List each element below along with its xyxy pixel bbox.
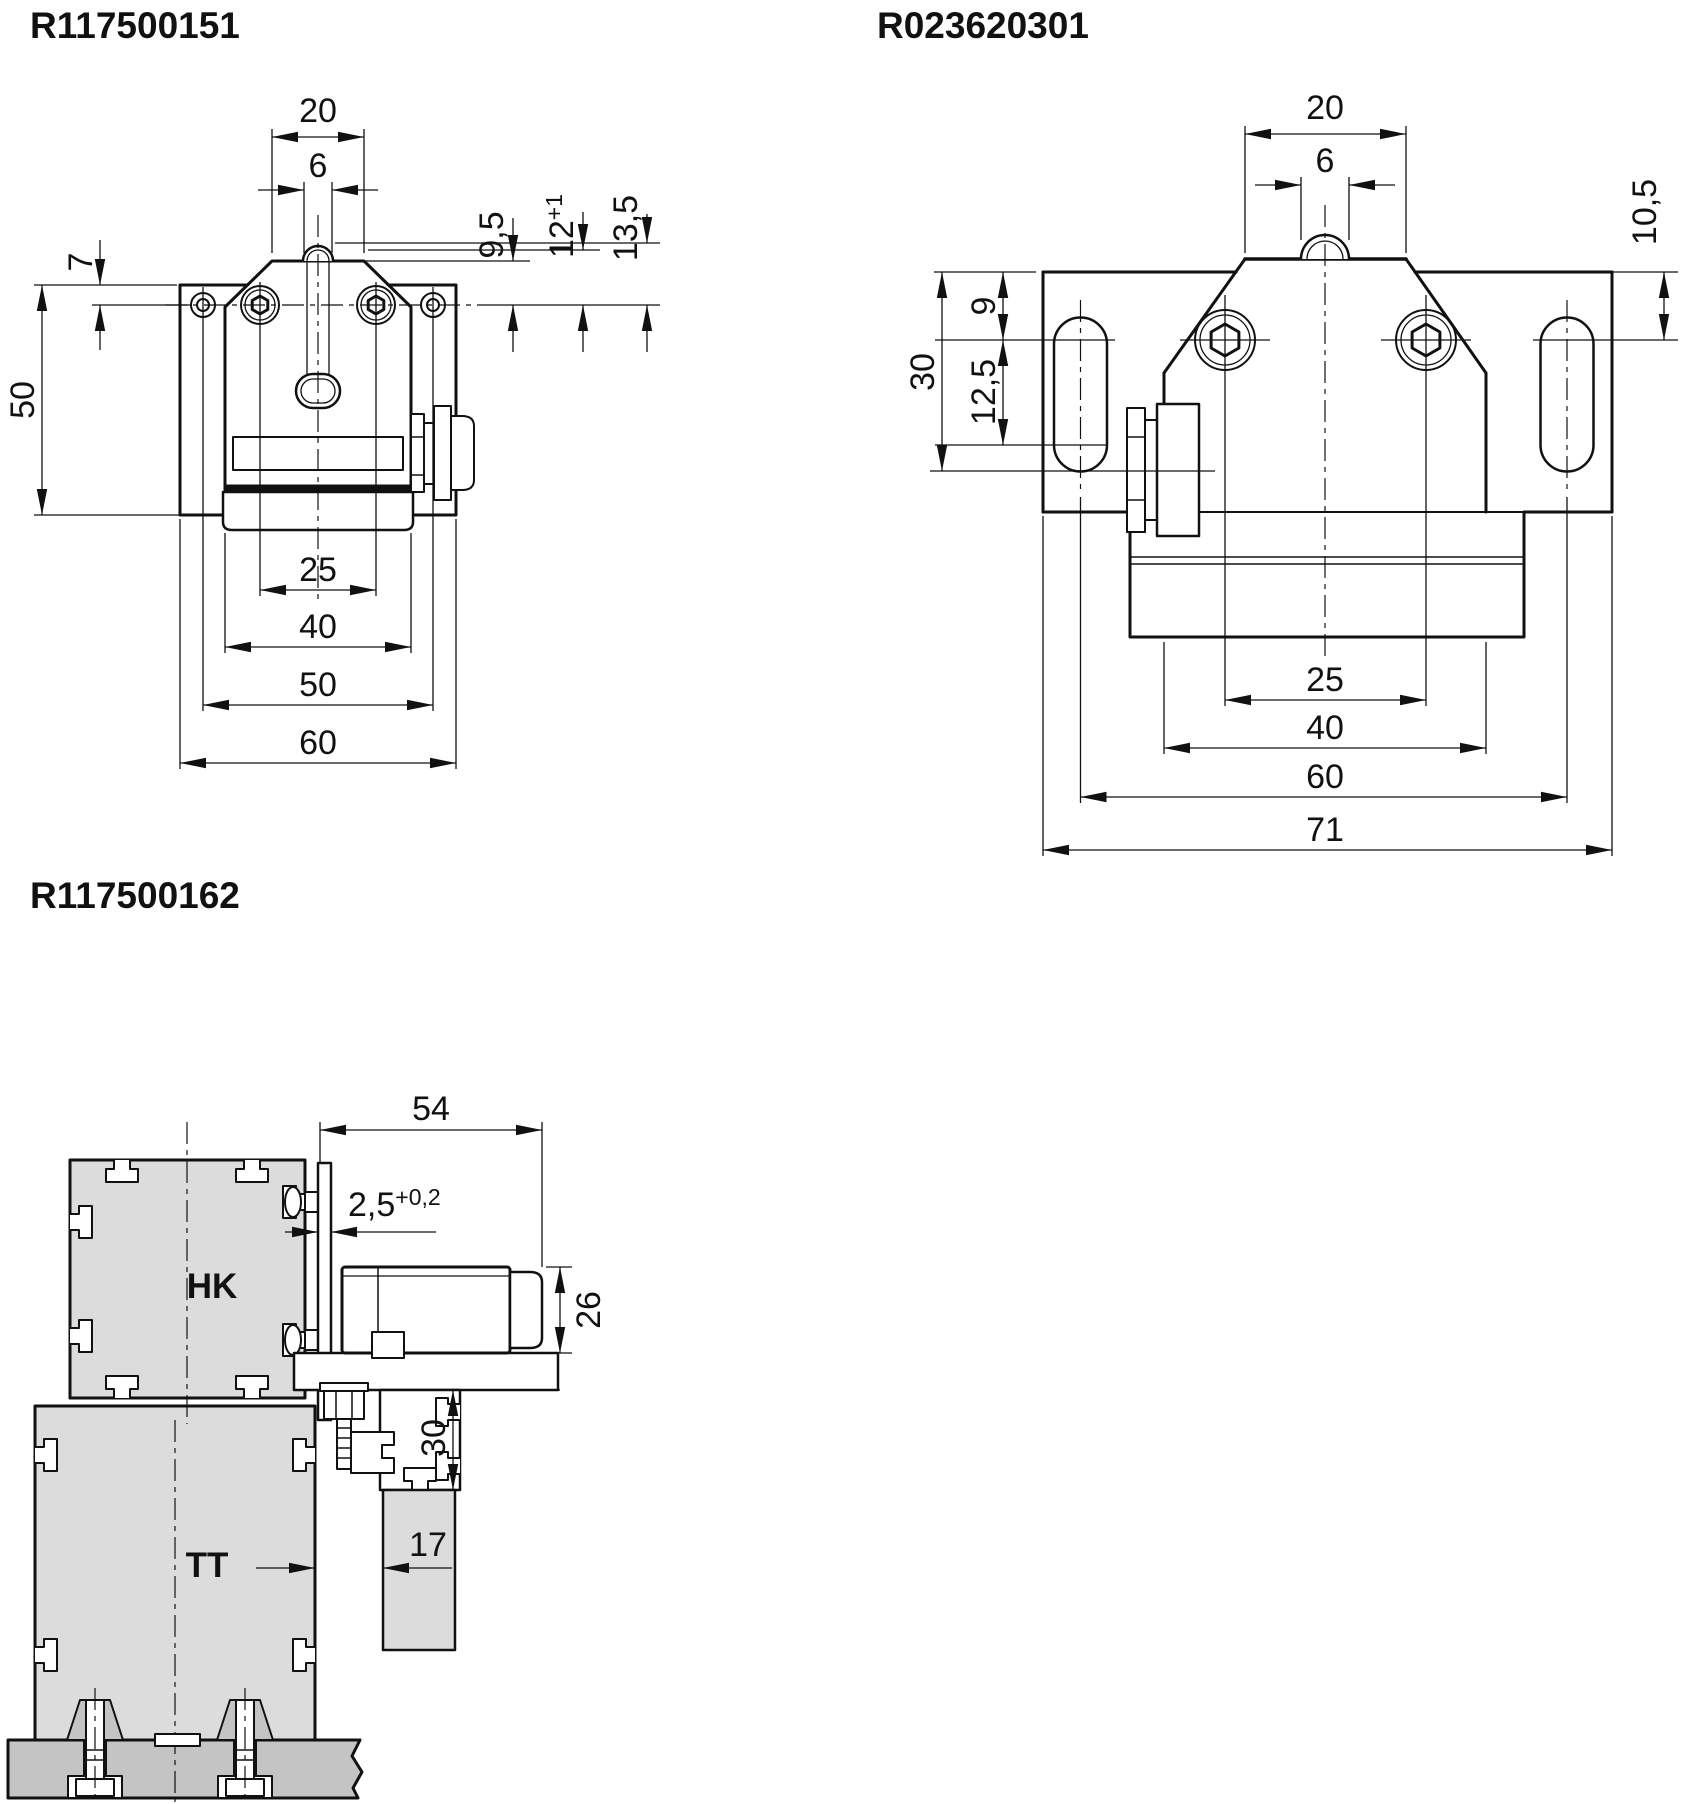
dim-d2-top-width: 20 [1306, 89, 1344, 127]
sensor-assembly [292, 1265, 560, 1652]
reference-lines-d1 [335, 242, 660, 262]
t-nut [350, 1431, 395, 1474]
label-profile-hk: HK [187, 1267, 238, 1306]
dim-d2-hole-spacing: 25 [1306, 661, 1344, 699]
mounting-screw [319, 1382, 369, 1470]
switch-lower-part-2 [1128, 510, 1526, 639]
dim-d1-top-width: 20 [299, 92, 337, 130]
dim-d2-body-width: 40 [1306, 709, 1344, 747]
dim-d3-rail-height: 30 [415, 1419, 453, 1457]
dim-d2-plate-height: 30 [904, 353, 942, 391]
dim-d1-actuation: 12+1 [541, 194, 581, 258]
cam-block-section [381, 1488, 457, 1652]
dim-d1-plate-width: 60 [299, 724, 337, 762]
sensor-body [340, 1265, 512, 1355]
dim-d3-overall-width: 54 [412, 1090, 450, 1128]
dim-d1-plate-height: 50 [4, 381, 42, 419]
dim-d2-top-to-slot: 9 [965, 297, 1003, 316]
drawing-r117500162: R117500162 TT [6, 875, 608, 1803]
dim-d2-plate-width: 71 [1306, 811, 1344, 849]
slot-right [1539, 316, 1595, 473]
profile-hk [68, 1122, 319, 1424]
dim-d1-actuator-width: 6 [309, 147, 328, 185]
dim-d2-actuator-width: 6 [1316, 142, 1335, 180]
sensor-end-cap [508, 1270, 544, 1350]
switch-lower-part [221, 490, 415, 532]
dim-d1-ref-top: 13,5 [607, 195, 645, 261]
dimensions-d1: 20 6 7 50 9,5 12+1 13,5 [4, 92, 653, 769]
dim-d1-ref-mid: 9,5 [473, 211, 511, 258]
dim-d1-body-width: 40 [299, 608, 337, 646]
t-bolt-right [216, 1688, 274, 1803]
dimensions-d3: 54 2,5+0,2 26 30 17 [256, 1090, 608, 1574]
profile-tt [33, 1404, 317, 1802]
dim-d2-slot-spacing: 60 [1306, 758, 1344, 796]
dim-d2-top-to-center-right: 10,5 [1626, 179, 1664, 245]
base-plate-section [6, 1738, 364, 1800]
dim-d1-plate-hole-spacing: 50 [299, 666, 337, 704]
dim-d3-cam-gap: 2,5+0,2 [348, 1184, 441, 1224]
drawing2-title: R023620301 [877, 5, 1089, 46]
sensor-foot [371, 1331, 405, 1359]
dim-d3-cam-offset: 17 [409, 1526, 447, 1564]
drawing3-title: R117500162 [30, 875, 240, 916]
connector [410, 405, 475, 501]
dim-d1-hole-spacing: 25 [299, 551, 337, 589]
dim-d2-slot-length: 12,5 [965, 359, 1003, 425]
dim-d3-sensor-height: 26 [570, 1291, 608, 1329]
center-key [154, 1733, 201, 1747]
dimensions-d2: 20 6 30 9 12,5 10,5 [904, 89, 1678, 856]
drawing-r023620301: R023620301 [877, 5, 1678, 856]
label-profile-tt: TT [186, 1546, 229, 1585]
connector-2 [1126, 402, 1201, 538]
drawing-r117500151: R117500151 [4, 5, 660, 769]
t-bolt-left [66, 1688, 124, 1803]
drawing1-title: R117500151 [30, 5, 240, 46]
dim-d1-edge-to-hole: 7 [62, 253, 100, 272]
